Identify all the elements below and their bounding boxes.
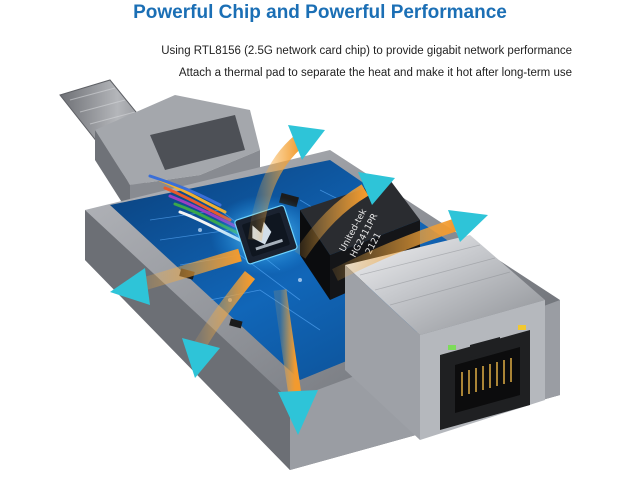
port-led-yellow-icon xyxy=(518,325,526,330)
heat-arrow-up-2-icon xyxy=(294,172,395,259)
port-led-green-icon xyxy=(448,345,456,350)
heat-arrows xyxy=(110,125,488,435)
heat-arrow-down-icon xyxy=(273,289,318,435)
heat-arrow-left-icon xyxy=(110,248,242,305)
description-line-2: Attach a thermal pad to separate the hea… xyxy=(178,67,572,79)
ethernet-port[interactable] xyxy=(440,325,530,430)
network-chip xyxy=(234,204,298,265)
heat-arrow-up-1-icon xyxy=(248,125,325,241)
headline: Powerful Chip and Powerful Performance xyxy=(133,2,507,23)
heat-arrow-right-icon xyxy=(332,210,488,281)
description-line-1: Using RTL8156 (2.5G network card chip) t… xyxy=(161,45,572,57)
heat-arrow-down-left-icon xyxy=(182,270,256,378)
